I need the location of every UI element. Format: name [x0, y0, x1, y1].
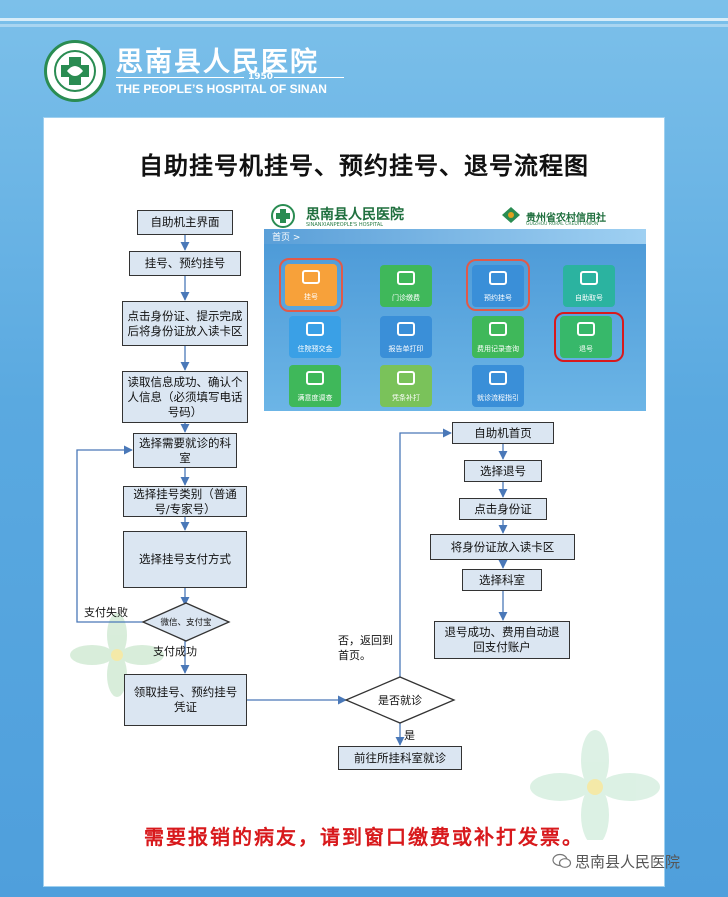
- kiosk-tile-register[interactable]: 挂号: [285, 264, 337, 306]
- tile-label: 报告单打印: [388, 345, 424, 353]
- card-icon: [306, 322, 324, 336]
- highlight-register: [279, 258, 343, 312]
- hospital-name-en: THE PEOPLE’S HOSPITAL OF SINAN: [116, 82, 327, 96]
- flower-decoration-right-icon: [530, 730, 660, 840]
- header: 思南县人民医院 1950 THE PEOPLE’S HOSPITAL OF SI…: [0, 0, 728, 118]
- tile-label: 预约挂号: [484, 294, 512, 302]
- refund-select: 选择退号: [464, 460, 542, 482]
- top-stripe: [0, 18, 728, 21]
- printer-icon: [397, 322, 415, 336]
- tile-label: 挂号: [304, 293, 318, 301]
- kiosk-brand-left: 思南县人民医院: [306, 207, 404, 223]
- year-divider-right: [274, 77, 344, 78]
- kiosk-hospital-logo-icon: [271, 204, 295, 228]
- payment-decision-label: 微信、支付宝: [160, 618, 212, 628]
- step-id-card: 点击身份证、提示完成后将身份证放入读卡区: [122, 301, 248, 346]
- payment-decision: [141, 602, 231, 642]
- tile-label: 住院预交金: [297, 345, 333, 353]
- hospital-name: 思南县人民医院: [116, 47, 319, 78]
- kiosk-tile-reprint[interactable]: 凭条补打: [380, 365, 432, 407]
- kiosk-tile-appointment[interactable]: 预约挂号: [472, 265, 524, 307]
- receipt-icon: [397, 371, 415, 385]
- hospital-logo-icon: [44, 40, 106, 102]
- wechat-icon: [552, 853, 572, 868]
- tile-label: 满意度调查: [297, 394, 333, 402]
- payment-fail-label: 支付失败: [84, 606, 128, 619]
- kiosk-tile-satisfaction[interactable]: 满意度调查: [289, 365, 341, 407]
- kiosk-tile-self-ticket[interactable]: 自助取号: [563, 265, 615, 307]
- receipt-icon: [397, 271, 415, 285]
- step-receipt: 领取挂号、预约挂号凭证: [124, 674, 247, 726]
- payment-success-label: 支付成功: [153, 645, 197, 658]
- highlight-refund: [554, 312, 624, 362]
- kiosk-tile-outpatient-payment[interactable]: 门诊缴费: [380, 265, 432, 307]
- kiosk-tile-guide[interactable]: 就诊流程指引: [472, 365, 524, 407]
- step-select-department: 选择需要就诊的科室: [133, 433, 237, 468]
- refund-id-card: 点击身份证: [459, 498, 547, 520]
- reimbursement-note: 需要报销的病友，请到窗口缴费或补打发票。: [144, 825, 584, 849]
- visit-decision-label: 是否就诊: [378, 694, 422, 707]
- tile-label: 退号: [579, 345, 593, 353]
- founding-year: 1950: [248, 72, 274, 82]
- document-icon: [489, 322, 507, 336]
- kiosk-breadcrumb: 首页 >: [272, 233, 301, 243]
- tile-label: 凭条补打: [392, 394, 420, 402]
- credit-union-logo-icon: [502, 207, 520, 223]
- kiosk-tile-report-print[interactable]: 报告单打印: [380, 316, 432, 358]
- tile-label: 自助取号: [575, 294, 603, 302]
- refund-select-department: 选择科室: [462, 569, 542, 591]
- no-return-label: 否，返回到首页。: [338, 634, 393, 662]
- step-main-screen: 自助机主界面: [137, 210, 233, 235]
- highlight-appointment: [466, 259, 530, 311]
- step-register: 挂号、预约挂号: [129, 251, 241, 276]
- kiosk-tile-expense-query[interactable]: 费用记录查询: [472, 316, 524, 358]
- kiosk-tile-inpatient-deposit[interactable]: 住院预交金: [289, 316, 341, 358]
- kiosk-brand-right: 贵州省农村信用社: [526, 213, 606, 224]
- flower-decoration-left-icon: [70, 613, 164, 697]
- watermark: 思南县人民医院: [548, 851, 680, 872]
- page-title: 自助挂号机挂号、预约挂号、退号流程图: [139, 151, 589, 180]
- step-select-type: 选择挂号类别（普通号/专家号）: [123, 486, 247, 517]
- yes-label: 是: [404, 729, 415, 742]
- year-divider-left: [116, 77, 244, 78]
- tile-label: 就诊流程指引: [477, 394, 519, 402]
- tile-label: 门诊缴费: [392, 294, 420, 302]
- person-icon: [489, 371, 507, 385]
- watermark-text: 思南县人民医院: [575, 853, 681, 871]
- visit-decision: [344, 676, 456, 724]
- kiosk-brand-right-en: GUIZHOU RURAL CREDIT UNION: [526, 222, 599, 227]
- tile-label: 费用记录查询: [477, 345, 519, 353]
- calendar-icon: [489, 271, 507, 285]
- heart-plus-icon: [306, 371, 324, 385]
- step-payment-method: 选择挂号支付方式: [123, 531, 247, 588]
- kiosk-tile-refund[interactable]: 退号: [560, 316, 612, 358]
- go-to-department: 前往所挂科室就诊: [338, 746, 462, 770]
- step-confirm-info: 读取信息成功、确认个人信息（必须填写电话号码）: [122, 371, 248, 423]
- heart-plus-icon: [577, 322, 595, 336]
- kiosk-breadcrumb-bar: 首页 >: [264, 229, 646, 244]
- refund-success: 退号成功、费用自动退回支付账户: [434, 621, 570, 659]
- kiosk-brand-left-en: SINANXIANPEOPLE'S HOSPITAL: [306, 222, 384, 228]
- person-icon: [302, 270, 320, 284]
- ticket-icon: [580, 271, 598, 285]
- top-stripe-thin: [0, 24, 728, 27]
- refund-home: 自助机首页: [452, 422, 554, 444]
- refund-insert-card: 将身份证放入读卡区: [430, 534, 575, 560]
